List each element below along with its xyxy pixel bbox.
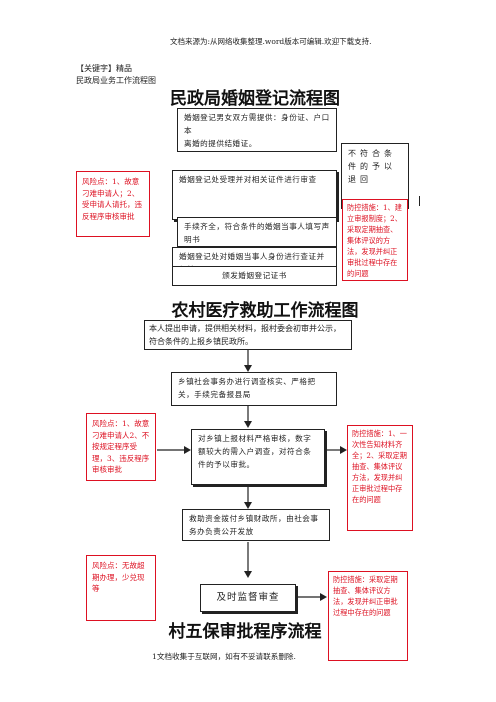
arrow-down-icon [244,350,252,372]
marriage-reject-box: 不符合条件的予以退回 [341,143,409,209]
wubao-flow-title: 村五保审批程序流程 [168,622,322,642]
medical-step-application: 本人提出申请，提供相关材料，报村委会初审并公示，符合条件的上报乡镇民政所。 [144,320,352,350]
marriage-step-declaration: 手续齐全，符合条件的婚姻当事人填写声明书 [177,217,337,247]
arrow-down-icon [244,542,252,578]
wubao-risk-box: 风险点：无故超期办理，少兑现等 [86,555,156,621]
marriage-risk-box: 风险点：1、故意刁难申请人；2、受申请人请托，违反程序审核审批 [76,171,150,237]
keywords-label: 【关键字】精品 [76,64,132,73]
page-footer: 1文档收集于互联网，如有不妥请联系删除. [152,652,296,661]
arrow-down-icon [244,487,252,509]
medical-step-approval: 对乡镇上报材料严格审核，数字额较大的需入户调查，对符合条件的予以审批。 [191,429,325,485]
arrow-down-icon [244,406,252,428]
wubao-control-box: 防控措施：采取定期抽查、集体评议方法，发现并纠正审批过程中存在的问题 [328,571,408,661]
wubao-step-supervision: 及时监督审查 [200,584,296,612]
connector-line [419,196,420,206]
marriage-step-review: 婚姻登记处受理并对相关证件进行审查 [172,170,337,220]
arrow-right-icon [327,446,347,454]
arrow-right-icon [157,446,191,454]
medical-step-investigation: 乡镇社会事务办进行调查核实、严格把关，手续完备报县局 [171,372,337,406]
marriage-control-box: 防控措施：1、建立审报制度；2、采取定期抽查、集体评议的方法，发现并纠正审批过程… [342,199,408,281]
marriage-step-verify: 婚姻登记处对婚姻当事人身份进行查证并复核 [172,247,337,267]
marriage-step-documents: 婚姻登记男女双方需提供：身份证、户口本 离婚的提供结婚证。 [177,108,337,152]
medical-risk-box: 风险点：1、故意刁难申请人2、不按规定程序受理，3、违反程序审核审批 [86,413,156,481]
marriage-step-certificate: 颁发婚姻登记证书 [172,266,337,286]
arrow-right-icon [297,593,327,601]
medical-step-fund-disbursement: 救助资金拨付乡镇财政所，由社会事务办负责公开发放 [182,509,330,541]
medical-control-box: 防控措施：1、一次性告知材料齐全；2、采取定期抽查、集体评议方法，发现并纠正审批… [347,425,413,531]
document-subtitle: 民政局业务工作流程图 [76,76,156,85]
page-header: 文档来源为:从网络收集整理.word版本可编辑.欢迎下载支持. [170,37,372,46]
medical-aid-flow-title: 农村医疗救助工作流程图 [171,301,359,321]
marriage-flow-title: 民政局婚姻登记流程图 [170,89,340,109]
